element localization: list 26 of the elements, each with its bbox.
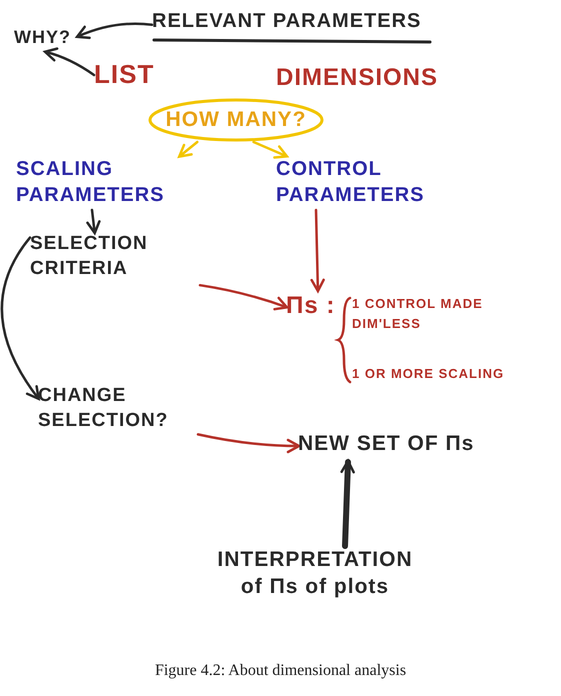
node-label: HOW MANY? [166, 108, 306, 132]
node-label: INTERPRETATION of Πs of plots [215, 546, 415, 636]
arrow [0, 236, 40, 400]
bracket-note: 1 CONTROL MADE DIM'LESS [352, 295, 484, 332]
arrow [196, 433, 300, 454]
node-label: NEW SET OF Πs [298, 430, 498, 462]
arrow [86, 208, 101, 234]
node-label: CONTROL PARAMETERS [276, 156, 476, 210]
arrow [198, 284, 288, 311]
arrow [76, 22, 154, 40]
arrow [340, 459, 355, 549]
arrow [252, 140, 288, 159]
node-label: RELEVANT PARAMETERS [152, 8, 452, 36]
node-label: DIMENSIONS [276, 62, 456, 94]
node-label: WHY? [14, 26, 78, 52]
arrow [310, 208, 325, 292]
node-label: SELECTION CRITERIA [30, 232, 200, 288]
node-label: LIST [94, 58, 164, 92]
ellipse-node [148, 98, 324, 142]
figure-caption: Figure 4.2: About dimensional analysis [154, 662, 408, 680]
node-label: CHANGE SELECTION? [38, 384, 198, 440]
arrow [178, 140, 199, 158]
bracket-note: 1 OR MORE SCALING [352, 365, 506, 383]
node-label: Πs : [286, 290, 344, 324]
node-label: SCALING PARAMETERS [16, 156, 216, 210]
arrow [44, 48, 96, 76]
